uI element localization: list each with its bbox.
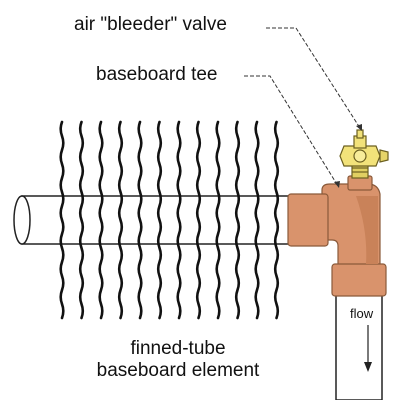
baseboard-tee-fitting	[287, 175, 387, 297]
fin	[195, 120, 202, 320]
arrow-down-icon	[364, 325, 372, 372]
horizontal-pipe	[13, 195, 295, 245]
fin	[117, 120, 124, 320]
element-label-line2: baseboard element	[96, 360, 260, 381]
fin	[98, 120, 104, 320]
bleeder-valve	[339, 129, 389, 179]
fin	[59, 120, 65, 320]
fin	[215, 120, 221, 320]
fin	[137, 120, 143, 320]
flow-label: flow	[350, 306, 374, 321]
fin	[234, 120, 241, 320]
fin	[78, 120, 85, 320]
bleeder-valve-leader	[266, 27, 361, 129]
baseboard-tee-leader	[244, 75, 339, 187]
fin	[156, 120, 163, 320]
fins	[59, 120, 280, 320]
element-label-line1: finned-tube	[130, 338, 226, 359]
leader-lines	[244, 27, 361, 187]
fin	[176, 120, 182, 320]
fin	[254, 120, 260, 320]
fin	[273, 120, 280, 320]
bleeder-valve-label: air "bleeder" valve	[74, 14, 227, 35]
baseboard-tee-label: baseboard tee	[96, 64, 218, 85]
